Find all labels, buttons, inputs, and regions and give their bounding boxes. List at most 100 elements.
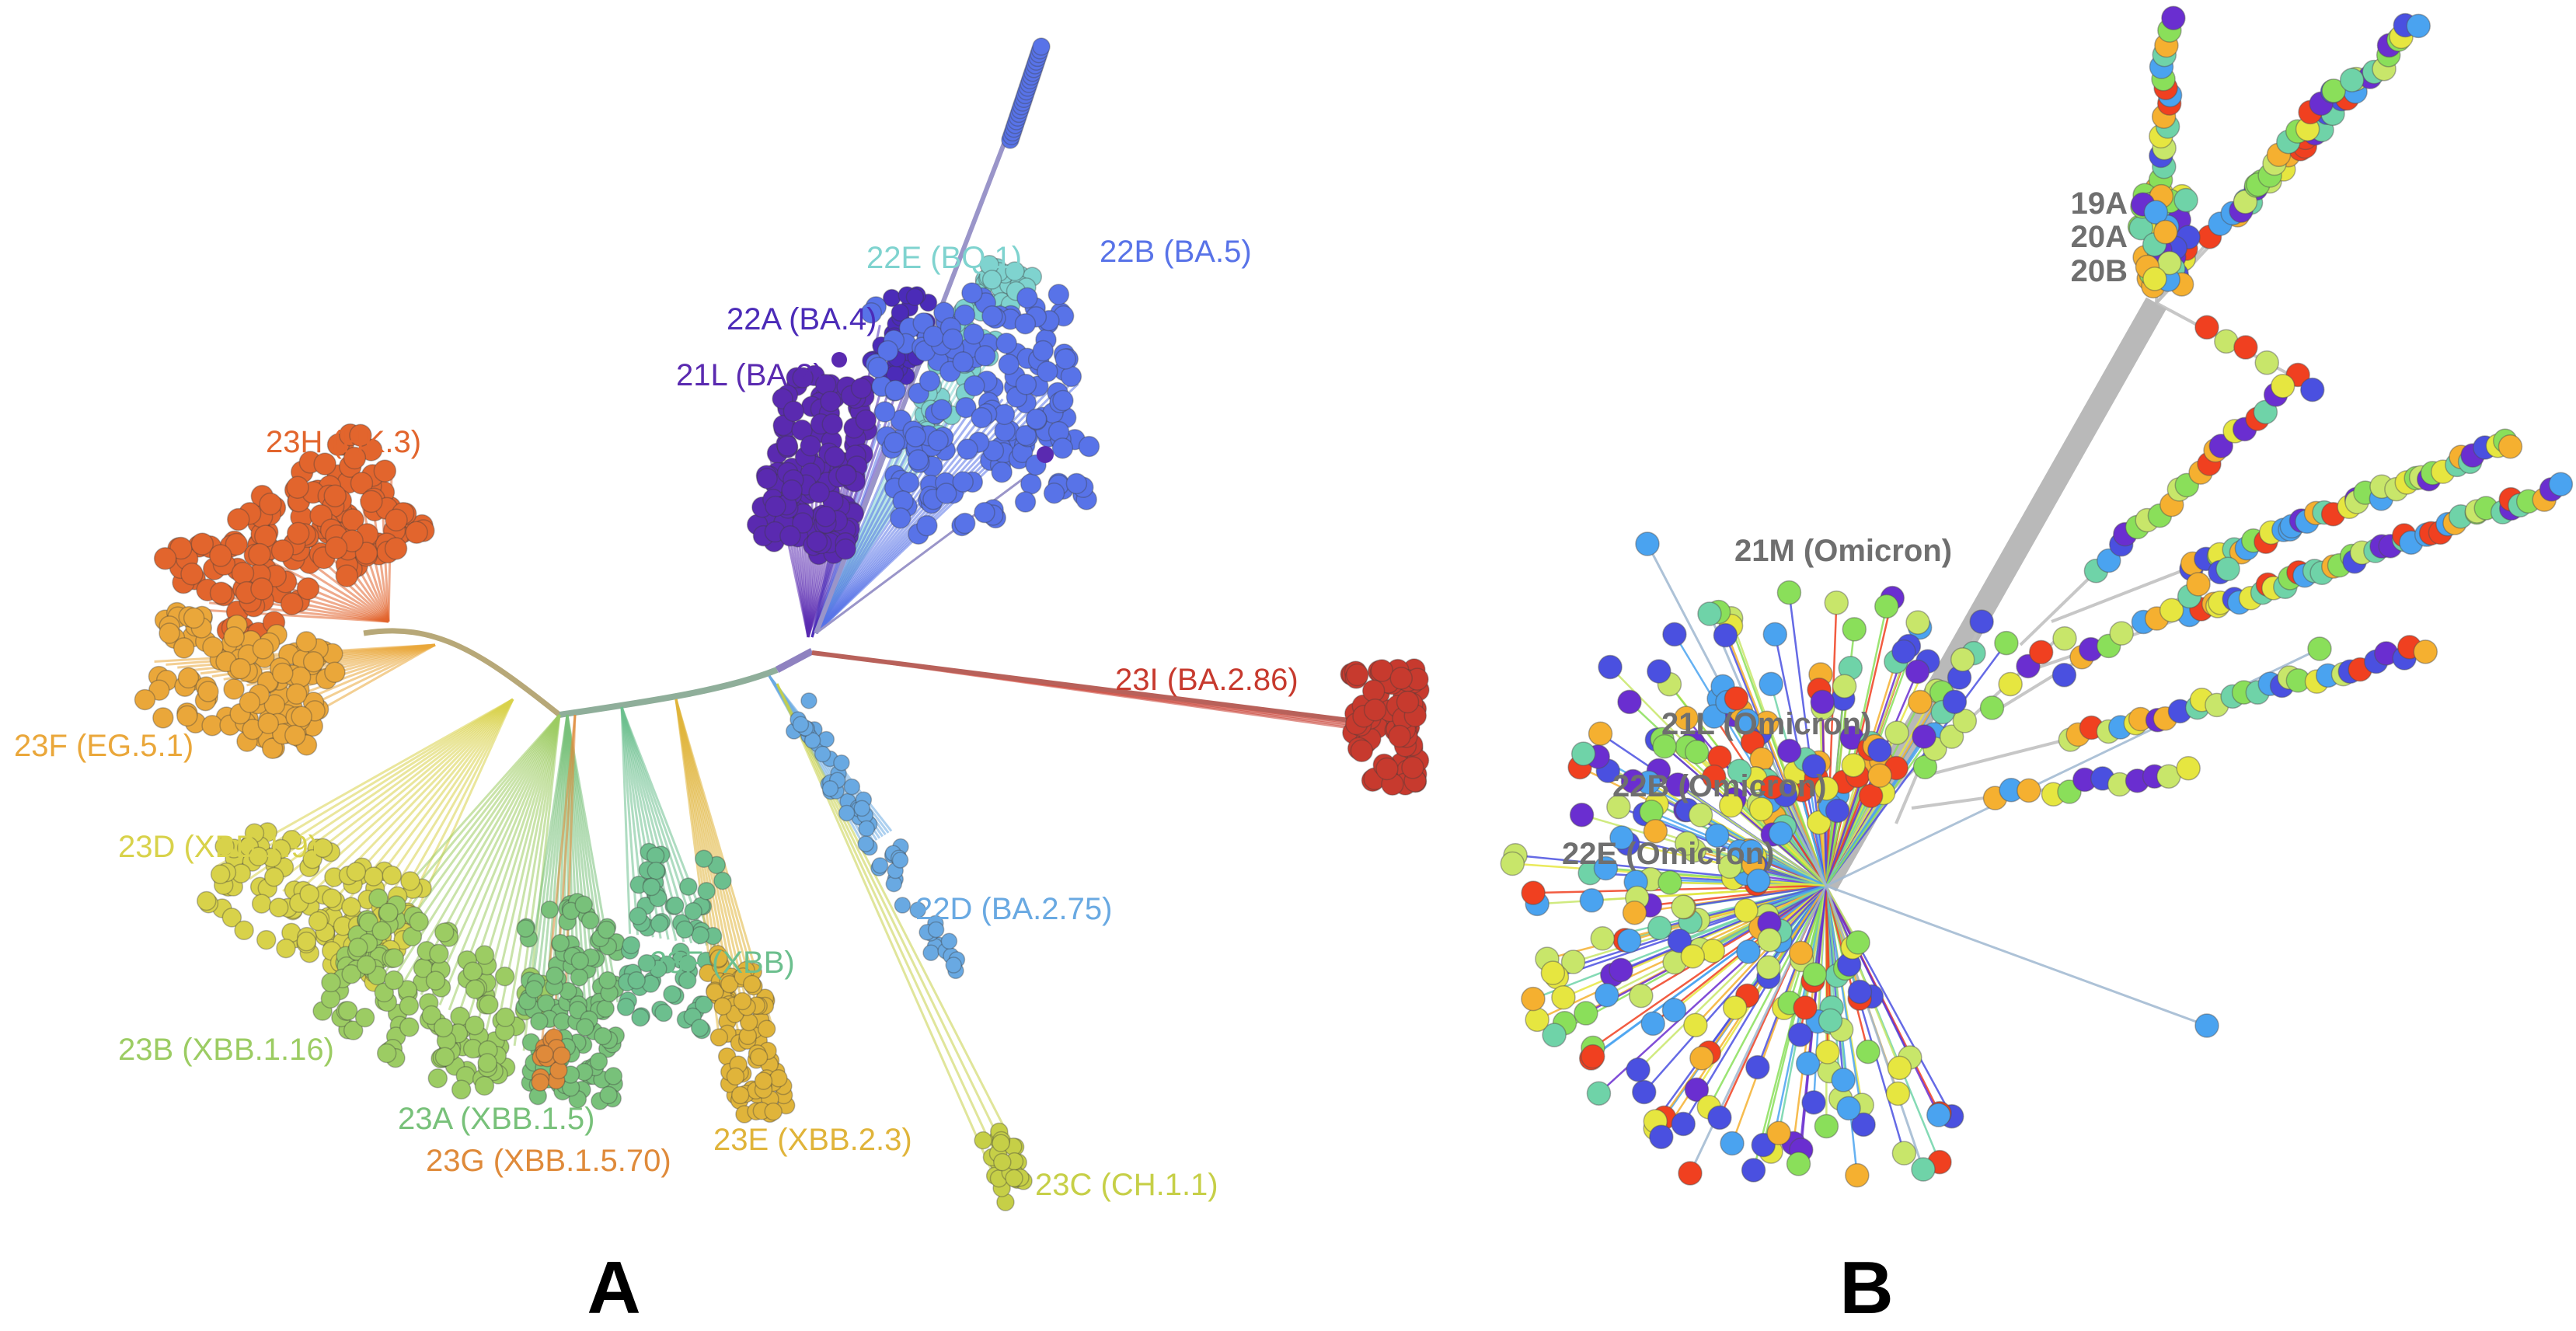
tip-node [429,943,449,964]
tip-node [1375,757,1399,781]
tip-node [425,970,446,991]
tip-node [1884,720,1909,745]
long-branch [811,650,1368,725]
tip-node [2142,267,2167,291]
tip-node [1707,1105,1732,1131]
tip-node [1717,854,1742,880]
tip-node [2051,663,2077,688]
tip-node [2339,68,2365,92]
tip-node [1632,1079,1657,1105]
tip-node [2159,598,2184,623]
tip-node [409,911,429,932]
tip-node [891,852,909,869]
tip-node [974,501,995,524]
tip-node [1542,1023,1567,1047]
tip-node [817,730,835,748]
tip-node [1745,1054,1770,1080]
tip-node [1802,962,1828,987]
tip-node [1845,1162,1870,1188]
tip-node [173,637,195,659]
tip-node [936,483,957,504]
burst-branch [1788,592,1828,887]
tip-node [931,399,953,420]
burst-branch [1592,884,1827,1057]
tip-node [942,328,964,350]
tip-node [792,716,810,733]
tip-node [1675,831,1699,856]
tip-node [276,938,296,959]
burst-branch [1682,884,1827,908]
clade-label-b-3: 21M (Omicron) [1734,534,1952,568]
tip-node [434,922,455,943]
clade-branch [776,683,993,1172]
tip-node [1389,667,1413,690]
clade-branch [292,643,436,699]
backbone-branch [775,648,814,673]
clade-branch [249,698,514,880]
tip-node [2215,556,2240,582]
tip-node [629,907,647,925]
tip-node [1551,984,1576,1010]
tip-node [1814,1113,1839,1139]
tip-node [516,919,535,938]
tip-node [1842,617,1867,642]
tip-node [631,1008,650,1027]
tip-node [1674,706,1699,730]
clade-branch [776,683,1003,1169]
tip-node [806,531,828,552]
tip-node [1662,622,1687,647]
tip-node [263,866,284,887]
tip-node [1867,763,1892,788]
tip-node [884,379,906,402]
tip-node [742,974,762,994]
clade-label-23h: 23H (HK.3) [266,425,421,459]
tip-node [1678,1161,1703,1186]
clade-branch [620,706,640,936]
tip-node [223,678,245,700]
clade-branch [326,643,436,707]
tip-node [1911,1157,1936,1182]
tip-node [354,1007,375,1028]
tip-node [495,1007,516,1028]
clade-branch [815,461,1046,635]
tip-node [373,459,397,483]
tip-node [792,512,814,534]
tip-node [889,507,912,529]
tip-node [343,1020,364,1040]
tip-node [1065,472,1088,495]
clade-label-22e: 22E (BQ.1) [866,241,1022,275]
burst-branch [1717,611,1828,887]
tip-node [596,999,615,1018]
tip-node [2176,755,2201,781]
tip-node [1952,709,1978,733]
tip-node [2498,434,2523,459]
tip-node [197,890,217,911]
tip-node [2233,335,2258,360]
tip-node [399,1017,420,1037]
tip-node [462,961,483,981]
tip-node [1015,374,1037,395]
tip-node [1014,491,1037,513]
tip-node [1891,1141,1917,1165]
tip-node [286,521,310,545]
tip-node [225,532,249,556]
tip-node [598,970,617,990]
tip-node [1787,1023,1813,1047]
tip-node [1724,686,1749,711]
tip-node [252,638,274,660]
tip-node [159,622,180,644]
tip-node [399,995,420,1016]
clade-branch [410,714,561,991]
tip-node [1629,983,1654,1009]
tip-node [2143,200,2169,225]
tip-node [1801,1090,1826,1115]
tip-node [1590,926,1616,951]
tip-node [322,888,342,908]
clade-label-22b: 22B (BA.5) [1100,235,1252,269]
tip-node [1969,609,1994,634]
tip-node [324,661,346,684]
clade-label-b-1: 20A [2071,220,2128,254]
tip-node [2253,399,2278,425]
tip-node [335,564,359,587]
tip-node [1525,1007,1549,1033]
